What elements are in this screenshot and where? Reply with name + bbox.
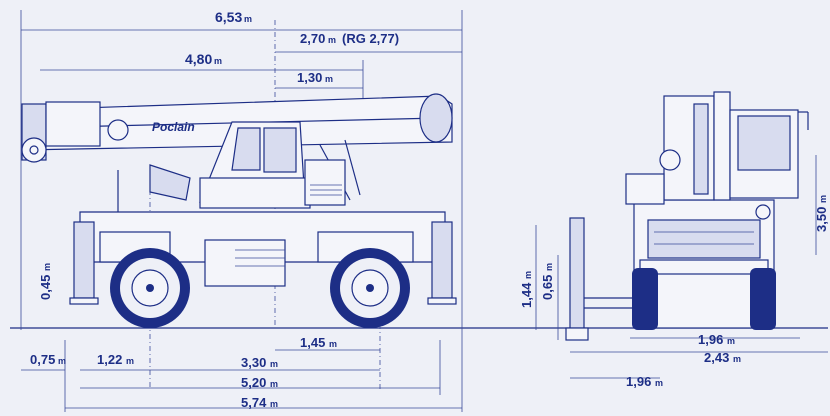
rear-wheel <box>330 248 410 328</box>
svg-text:0,65: 0,65 <box>540 275 555 300</box>
svg-text:m: m <box>523 271 533 279</box>
label-1-30: 1,30 m <box>297 70 333 85</box>
svg-text:2,70: 2,70 <box>300 31 325 46</box>
svg-text:m: m <box>544 263 554 271</box>
label-5-74: 5,74 m <box>241 395 278 410</box>
svg-text:0,75: 0,75 <box>30 352 55 367</box>
label-outrigger-1-96: 1,96 m <box>626 374 663 389</box>
svg-text:6,53: 6,53 <box>215 9 242 25</box>
svg-text:(RG 2,77): (RG 2,77) <box>342 31 399 46</box>
label-1-22: 1,22 m <box>97 352 134 367</box>
svg-text:m: m <box>655 378 663 388</box>
svg-text:m: m <box>270 379 278 389</box>
svg-text:4,80: 4,80 <box>185 51 212 67</box>
label-track-1-96: 1,96 m <box>698 332 735 347</box>
svg-text:m: m <box>328 35 336 45</box>
svg-text:1,96: 1,96 <box>698 332 723 347</box>
svg-text:3,30: 3,30 <box>241 355 266 370</box>
svg-text:m: m <box>270 399 278 409</box>
label-0-75: 0,75 m <box>30 352 66 367</box>
svg-text:3,50: 3,50 <box>814 207 829 232</box>
svg-text:m: m <box>58 356 66 366</box>
outrigger-front <box>69 221 99 305</box>
svg-text:m: m <box>733 354 741 364</box>
svg-text:2,43: 2,43 <box>704 350 729 365</box>
svg-text:5,74: 5,74 <box>241 395 267 410</box>
cab <box>117 121 346 215</box>
svg-text:m: m <box>818 195 828 203</box>
svg-text:m: m <box>329 339 337 349</box>
svg-text:1,45: 1,45 <box>300 335 325 350</box>
counterweight-drum <box>419 93 453 143</box>
svg-text:m: m <box>42 263 52 271</box>
svg-text:1,30: 1,30 <box>297 70 322 85</box>
svg-text:m: m <box>727 336 735 346</box>
front-wheel <box>110 248 190 328</box>
svg-text:1,96: 1,96 <box>626 374 651 389</box>
front-view-outrigger-leg <box>569 217 585 329</box>
label-total-length: 6,53 m <box>215 9 252 25</box>
label-3-50: 3,50 m <box>814 195 829 232</box>
svg-text:m: m <box>270 359 278 369</box>
label-1-45: 1,45 m <box>300 335 337 350</box>
svg-text:m: m <box>214 56 222 66</box>
svg-text:m: m <box>325 74 333 84</box>
label-boom-length: 4,80 m <box>185 51 222 67</box>
label-1-44: 1,44 m <box>519 271 534 308</box>
label-0-45: 0,45 m <box>38 263 53 300</box>
svg-text:m: m <box>244 14 252 24</box>
svg-text:5,20: 5,20 <box>241 375 266 390</box>
label-2-43: 2,43 m <box>704 350 741 365</box>
svg-text:1,44: 1,44 <box>519 282 534 308</box>
label-0-65: 0,65 m <box>540 263 555 300</box>
front-view-crane <box>565 91 809 341</box>
front-view-wheel-right <box>750 268 776 330</box>
outrigger-rear <box>427 221 457 305</box>
svg-text:1,22: 1,22 <box>97 352 122 367</box>
svg-text:m: m <box>126 356 134 366</box>
label-3-30: 3,30 m <box>241 355 278 370</box>
label-counterweight-offset: 2,70 m (RG 2,77) <box>300 31 399 46</box>
label-5-20: 5,20 m <box>241 375 278 390</box>
svg-text:0,45: 0,45 <box>38 275 53 300</box>
brand-logo: Poclain <box>152 120 195 134</box>
front-view-wheel-left <box>632 268 658 330</box>
